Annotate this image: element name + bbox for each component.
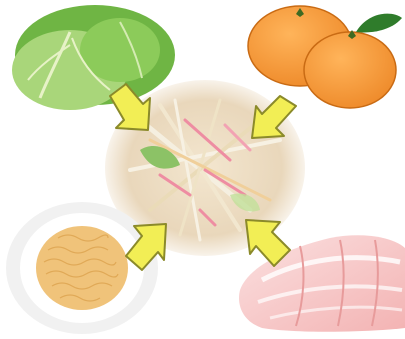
dried-noodles-icon <box>6 202 158 334</box>
mandarin-oranges-icon <box>248 6 402 108</box>
